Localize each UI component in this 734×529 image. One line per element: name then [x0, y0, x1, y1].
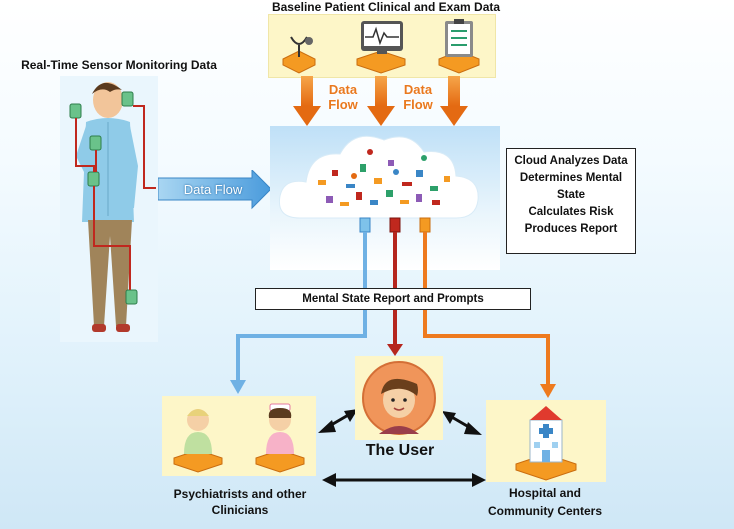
sensor-icon: [121, 91, 134, 107]
hospital-label: Hospital and Community Centers: [480, 484, 610, 520]
down-arrow-icon: [293, 76, 321, 126]
data-glyphs: [318, 149, 450, 206]
user-label: The User: [365, 442, 435, 459]
side-data-flow-label: Data Flow: [183, 182, 243, 197]
down-arrow-icon: [540, 384, 556, 398]
data-flow-label-right: Data Flow: [393, 82, 443, 112]
hospital-label-line1: Hospital and: [508, 486, 581, 500]
baseline-icons: [282, 19, 480, 74]
report-bar: Mental State Report and Prompts: [255, 288, 531, 310]
sensor-icon: [125, 289, 138, 305]
cloud-illustration: [278, 135, 479, 270]
sensor-person-panel: [60, 76, 158, 342]
clinicians-label-line2: Clinicians: [211, 503, 269, 517]
baseline-arrows: [293, 76, 468, 126]
hospital-illustration: [515, 406, 577, 481]
down-arrow-icon: [367, 76, 395, 126]
clipboard-icon: [438, 19, 480, 74]
right-arrow-icon: [158, 170, 272, 210]
double-arrow-icon: [318, 409, 358, 433]
data-flow-left-line2: Flow: [328, 97, 358, 112]
double-arrow-icon: [442, 411, 482, 435]
baseline-title: Baseline Patient Clinical and Exam Data: [271, 0, 501, 14]
cloud-analysis-box: Cloud Analyzes Data Determines Mental St…: [506, 148, 636, 254]
user-illustration: [362, 361, 436, 435]
red-plug-icon: [389, 217, 401, 270]
down-arrow-icon: [230, 380, 246, 394]
heart-monitor-icon: [356, 21, 406, 74]
blue-plug-icon: [359, 217, 371, 270]
clinicians-panel: [162, 396, 316, 476]
user-panel: [355, 356, 443, 440]
clinicians-label-line1: Psychiatrists and other: [173, 487, 307, 501]
side-data-flow-arrow: [158, 170, 272, 210]
nurse-icon: [255, 403, 305, 473]
data-flow-right-line1: Data: [403, 82, 433, 97]
hospital-label-line2: Community Centers: [487, 504, 603, 518]
hospital-panel: [486, 400, 606, 482]
person-illustration: [69, 82, 156, 332]
down-arrow-icon: [440, 76, 468, 126]
cloud-box-line: Determines Mental: [519, 172, 623, 184]
clinicians-illustration: [173, 403, 305, 473]
baseline-data-panel: [268, 14, 496, 78]
cloud-panel: [270, 126, 500, 270]
clinicians-label: Psychiatrists and other Clinicians: [150, 486, 330, 518]
cloud-box-line: State: [556, 189, 586, 201]
blue-connector: [236, 270, 367, 382]
orange-plug-icon: [419, 217, 431, 270]
data-flow-right-line2: Flow: [403, 97, 433, 112]
data-flow-label-left: Data Flow: [318, 82, 368, 112]
cloud-box-line: Cloud Analyzes Data: [514, 155, 628, 167]
hospital-icon: [515, 406, 577, 481]
cloud-box-line: Calculates Risk: [528, 206, 614, 218]
double-arrow-icon: [322, 473, 486, 487]
down-arrow-icon: [387, 344, 403, 356]
stethoscope-icon: [282, 36, 316, 74]
doctor-icon: [173, 409, 223, 473]
sensor-title: Real-Time Sensor Monitoring Data: [21, 58, 217, 72]
cloud-box-line: Produces Report: [524, 223, 618, 235]
data-flow-left-line1: Data: [328, 82, 358, 97]
